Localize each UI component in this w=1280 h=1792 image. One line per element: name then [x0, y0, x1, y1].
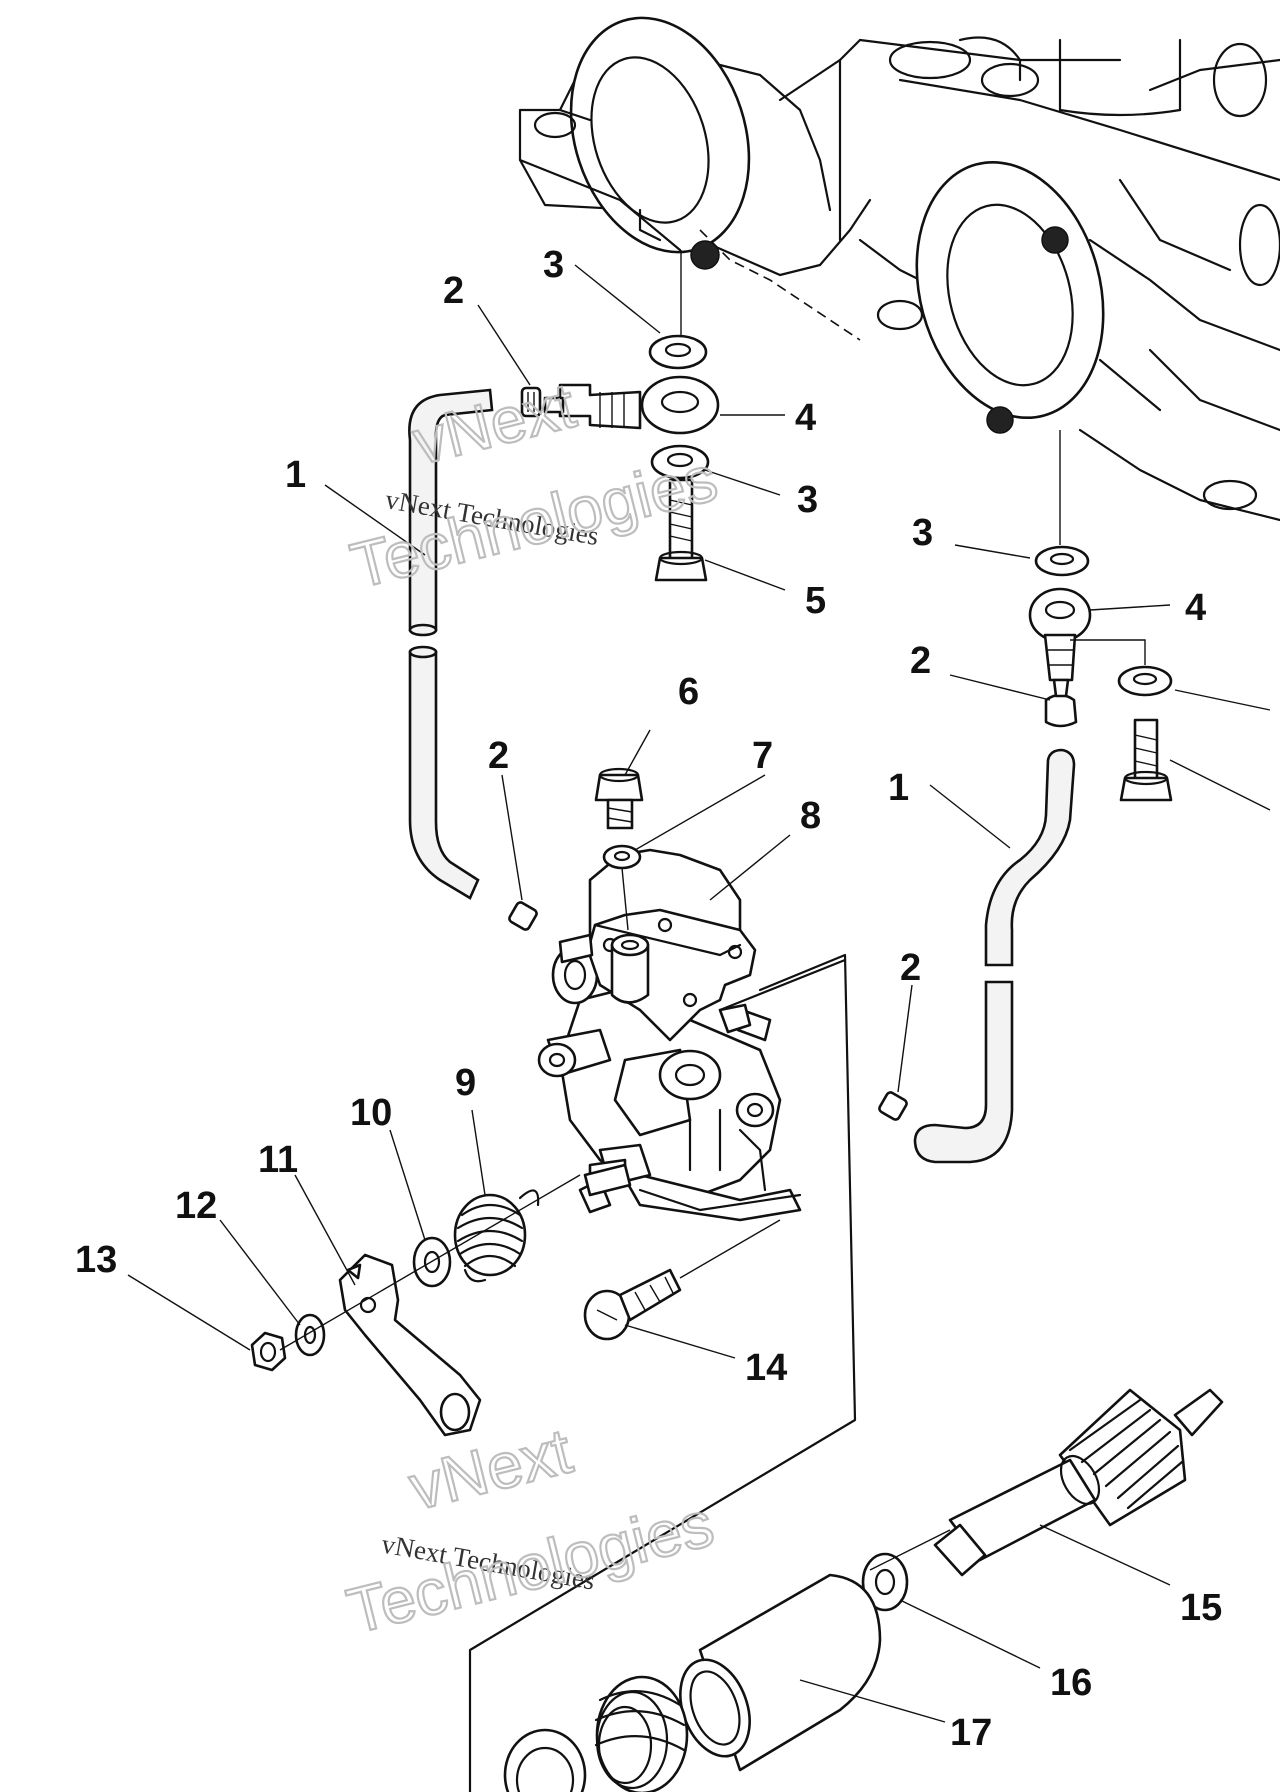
callout-1: 1: [285, 454, 306, 496]
alignment-line: [621, 867, 629, 931]
callout-2: 2: [488, 735, 509, 777]
callout-leader-lines: [127, 264, 1271, 1723]
callout-3: 3: [912, 512, 933, 554]
callout-4: 4: [1185, 587, 1206, 629]
lever-nut: [250, 1331, 287, 1372]
sealing-washer: [648, 334, 1173, 697]
callout-4: 4: [795, 397, 816, 439]
callout-8: 8: [800, 795, 821, 837]
callout-12: 12: [175, 1185, 217, 1227]
callout-3: 3: [543, 244, 564, 286]
callout-2: 2: [900, 947, 921, 989]
callout-6: 6: [678, 671, 699, 713]
banjo-fitting-upper: [543, 375, 720, 435]
watermark-company: Technologies: [340, 1487, 720, 1647]
callout-15: 15: [1180, 1587, 1222, 1629]
banjo-bolt: [1119, 718, 1173, 802]
watermark-bottom: vNext vNext Technologies Technologies: [339, 1413, 721, 1648]
alignment-line: [279, 1174, 581, 1351]
callout-9: 9: [455, 1062, 476, 1104]
right-hose-lower: [913, 980, 1014, 1164]
alignment-line: [869, 1529, 951, 1571]
callout-7: 7: [752, 735, 773, 777]
drive-spring: [594, 1675, 689, 1792]
callout-5: 5: [805, 580, 826, 622]
engine-cylinder-block: [518, 16, 1280, 522]
assembly-guide-line: [718, 958, 847, 1012]
cover-bolt: [594, 767, 644, 830]
callout-17: 17: [950, 1712, 992, 1754]
alignment-line: [679, 1219, 781, 1279]
callout-11: 11: [258, 1139, 298, 1181]
pump-cover: [586, 908, 757, 1042]
banjo-fitting-lower: [1028, 587, 1092, 698]
callout-2: 2: [910, 640, 931, 682]
callout-3: 3: [797, 479, 818, 521]
drive-sleeve: [679, 1573, 882, 1772]
lock-washer: [294, 1313, 326, 1357]
cover-washer: [602, 844, 642, 870]
watermark-brand: vNext: [406, 369, 582, 478]
alignment-line: [1070, 639, 1146, 665]
left-hose-lower: [408, 645, 480, 900]
right-hose-upper: [984, 748, 1076, 967]
callout-2: 2: [443, 270, 464, 312]
banjo-bolt: [654, 478, 708, 582]
mounting-screw: [583, 1268, 682, 1341]
callout-1: 1: [888, 767, 909, 809]
o-ring: [503, 1728, 587, 1792]
assembly-guide-line: [468, 953, 857, 1792]
callout-13: 13: [75, 1239, 117, 1281]
watermark-brand: vNext: [402, 1414, 578, 1523]
left-hose-upper: [408, 388, 494, 637]
lever-spring: [453, 1189, 540, 1283]
callout-10: 10: [350, 1092, 392, 1134]
callout-14: 14: [745, 1347, 787, 1389]
pump-lever-arm: [338, 1253, 482, 1437]
lever-shaft: [583, 1163, 632, 1197]
drive-gear-shaft: [933, 1388, 1224, 1577]
callout-16: 16: [1050, 1662, 1092, 1704]
